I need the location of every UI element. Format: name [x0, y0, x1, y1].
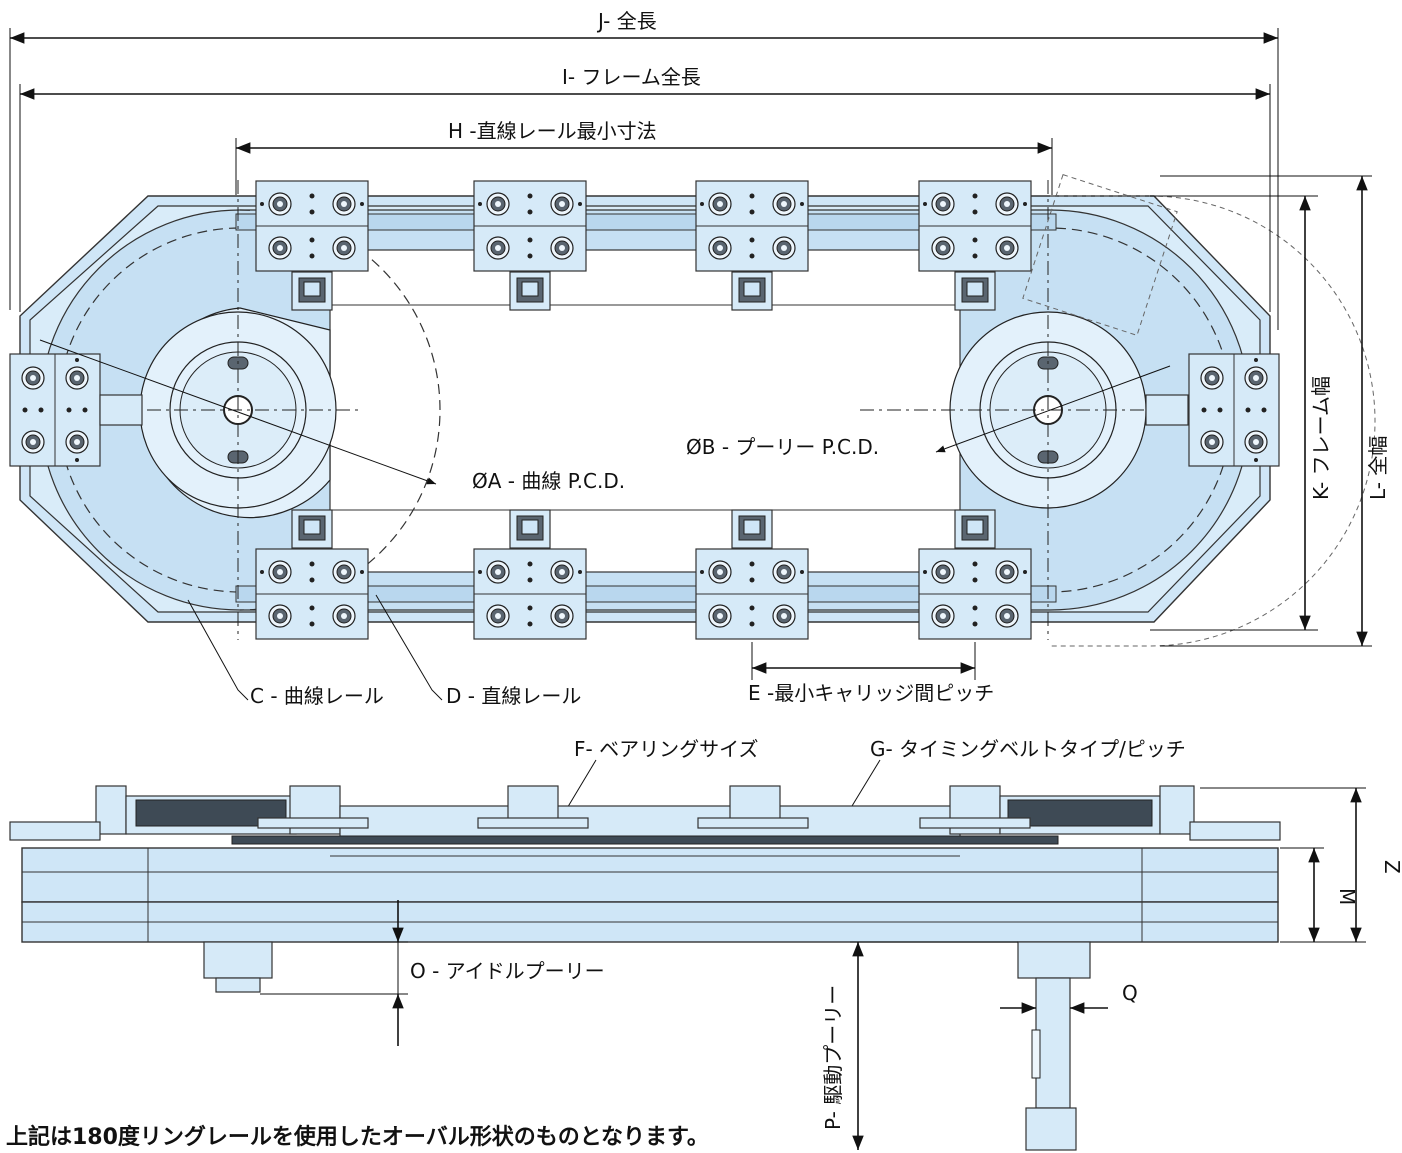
label-z: Z [1380, 860, 1402, 874]
label-b: ØB - プーリー P.C.D. [686, 435, 879, 459]
label-j: J- 全長 [596, 9, 657, 33]
label-c: C - 曲線レール [250, 684, 384, 708]
label-d: D - 直線レール [446, 684, 581, 708]
label-g: G- タイミングベルトタイプ/ピッチ [870, 737, 1186, 761]
label-o: O - アイドルプーリー [410, 959, 605, 983]
label-m: M [1335, 888, 1359, 905]
footnote: 上記は180度リングレールを使用したオーバル形状のものとなります。 [6, 1124, 709, 1150]
label-f: F- ベアリングサイズ [574, 737, 758, 761]
label-k: K- フレーム幅 [1309, 376, 1333, 500]
label-i: I- フレーム全長 [562, 65, 701, 89]
label-a: ØA - 曲線 P.C.D. [472, 469, 625, 493]
label-l: L- 全幅 [1366, 436, 1390, 500]
label-q: Q [1122, 981, 1138, 1005]
label-e: E -最小キャリッジ間ピッチ [748, 681, 994, 705]
label-p: P- 駆動プーリー [821, 985, 845, 1130]
label-h: H -直線レール最小寸法 [448, 119, 657, 143]
